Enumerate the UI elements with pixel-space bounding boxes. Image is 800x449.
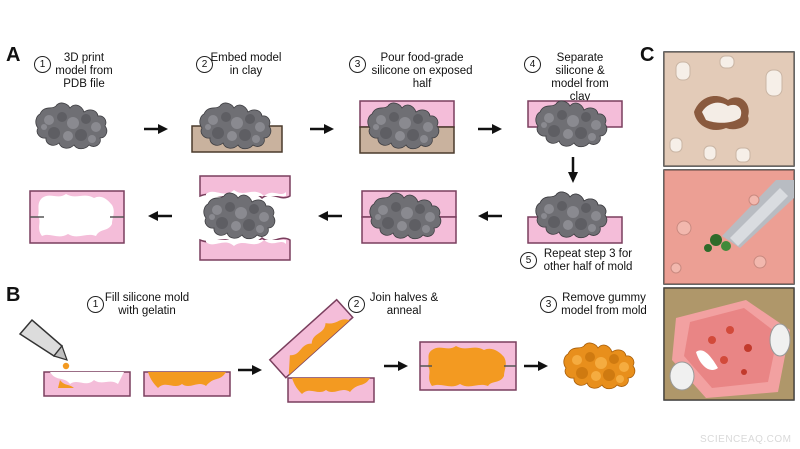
watermark: SCIENCEAQ.COM <box>700 434 792 445</box>
arrow-down-icon <box>568 157 578 183</box>
step-b3-label: Remove gummy model from mold <box>561 292 647 317</box>
mold-filling <box>43 371 131 397</box>
step-a4-label: Separate silicone & model from clay <box>551 52 609 103</box>
step-a3-label: Pour food-grade silicone on exposed half <box>371 52 473 90</box>
photo-clay-embed <box>663 51 795 167</box>
protein-model-step5-front <box>535 191 608 239</box>
photo-mold-halves <box>663 287 795 401</box>
bottom-mold-half <box>287 377 375 403</box>
empty-mold <box>29 190 125 244</box>
arrow-right-icon <box>236 363 264 377</box>
arrow-left-icon <box>316 209 344 223</box>
step-a1-number: 1 <box>34 56 51 73</box>
step-a3-number: 3 <box>349 56 366 73</box>
protein-model-step2 <box>199 102 272 150</box>
protein-model-step1 <box>35 102 108 150</box>
step-a5-number: 5 <box>520 252 537 269</box>
pipette-icon <box>18 318 70 370</box>
panel-letter-b: B <box>6 284 21 306</box>
opened-mold <box>199 175 291 261</box>
tilted-mold-half <box>268 298 354 379</box>
step-b1-number: 1 <box>87 296 104 313</box>
panel-letter-a: A <box>6 44 21 66</box>
step-b3-number: 3 <box>540 296 557 313</box>
panel-letter-c: C <box>640 44 655 66</box>
step-a1-label: 3D print model from PDB file <box>55 52 113 90</box>
step-b2-number: 2 <box>348 296 365 313</box>
arrow-right-icon <box>308 122 336 136</box>
step-a2-number: 2 <box>196 56 213 73</box>
arrow-right-icon <box>476 122 504 136</box>
step-b1-label: Fill silicone mold with gelatin <box>104 292 190 317</box>
joined-mold <box>419 341 517 391</box>
arrow-right-icon <box>142 122 170 136</box>
step-a5-label: Repeat step 3 for other half of mold <box>543 248 633 273</box>
step-b2-label: Join halves & anneal <box>369 292 439 317</box>
step-a2-label: Embed model in clay <box>210 52 282 77</box>
arrow-left-icon <box>476 209 504 223</box>
step-a4-number: 4 <box>524 56 541 73</box>
photo-silicone-pour <box>663 169 795 285</box>
arrow-right-icon <box>382 359 410 373</box>
gummy-protein-model <box>563 342 636 390</box>
arrow-right-icon <box>522 359 550 373</box>
arrow-left-icon <box>146 209 174 223</box>
filled-mold-half <box>143 371 231 397</box>
